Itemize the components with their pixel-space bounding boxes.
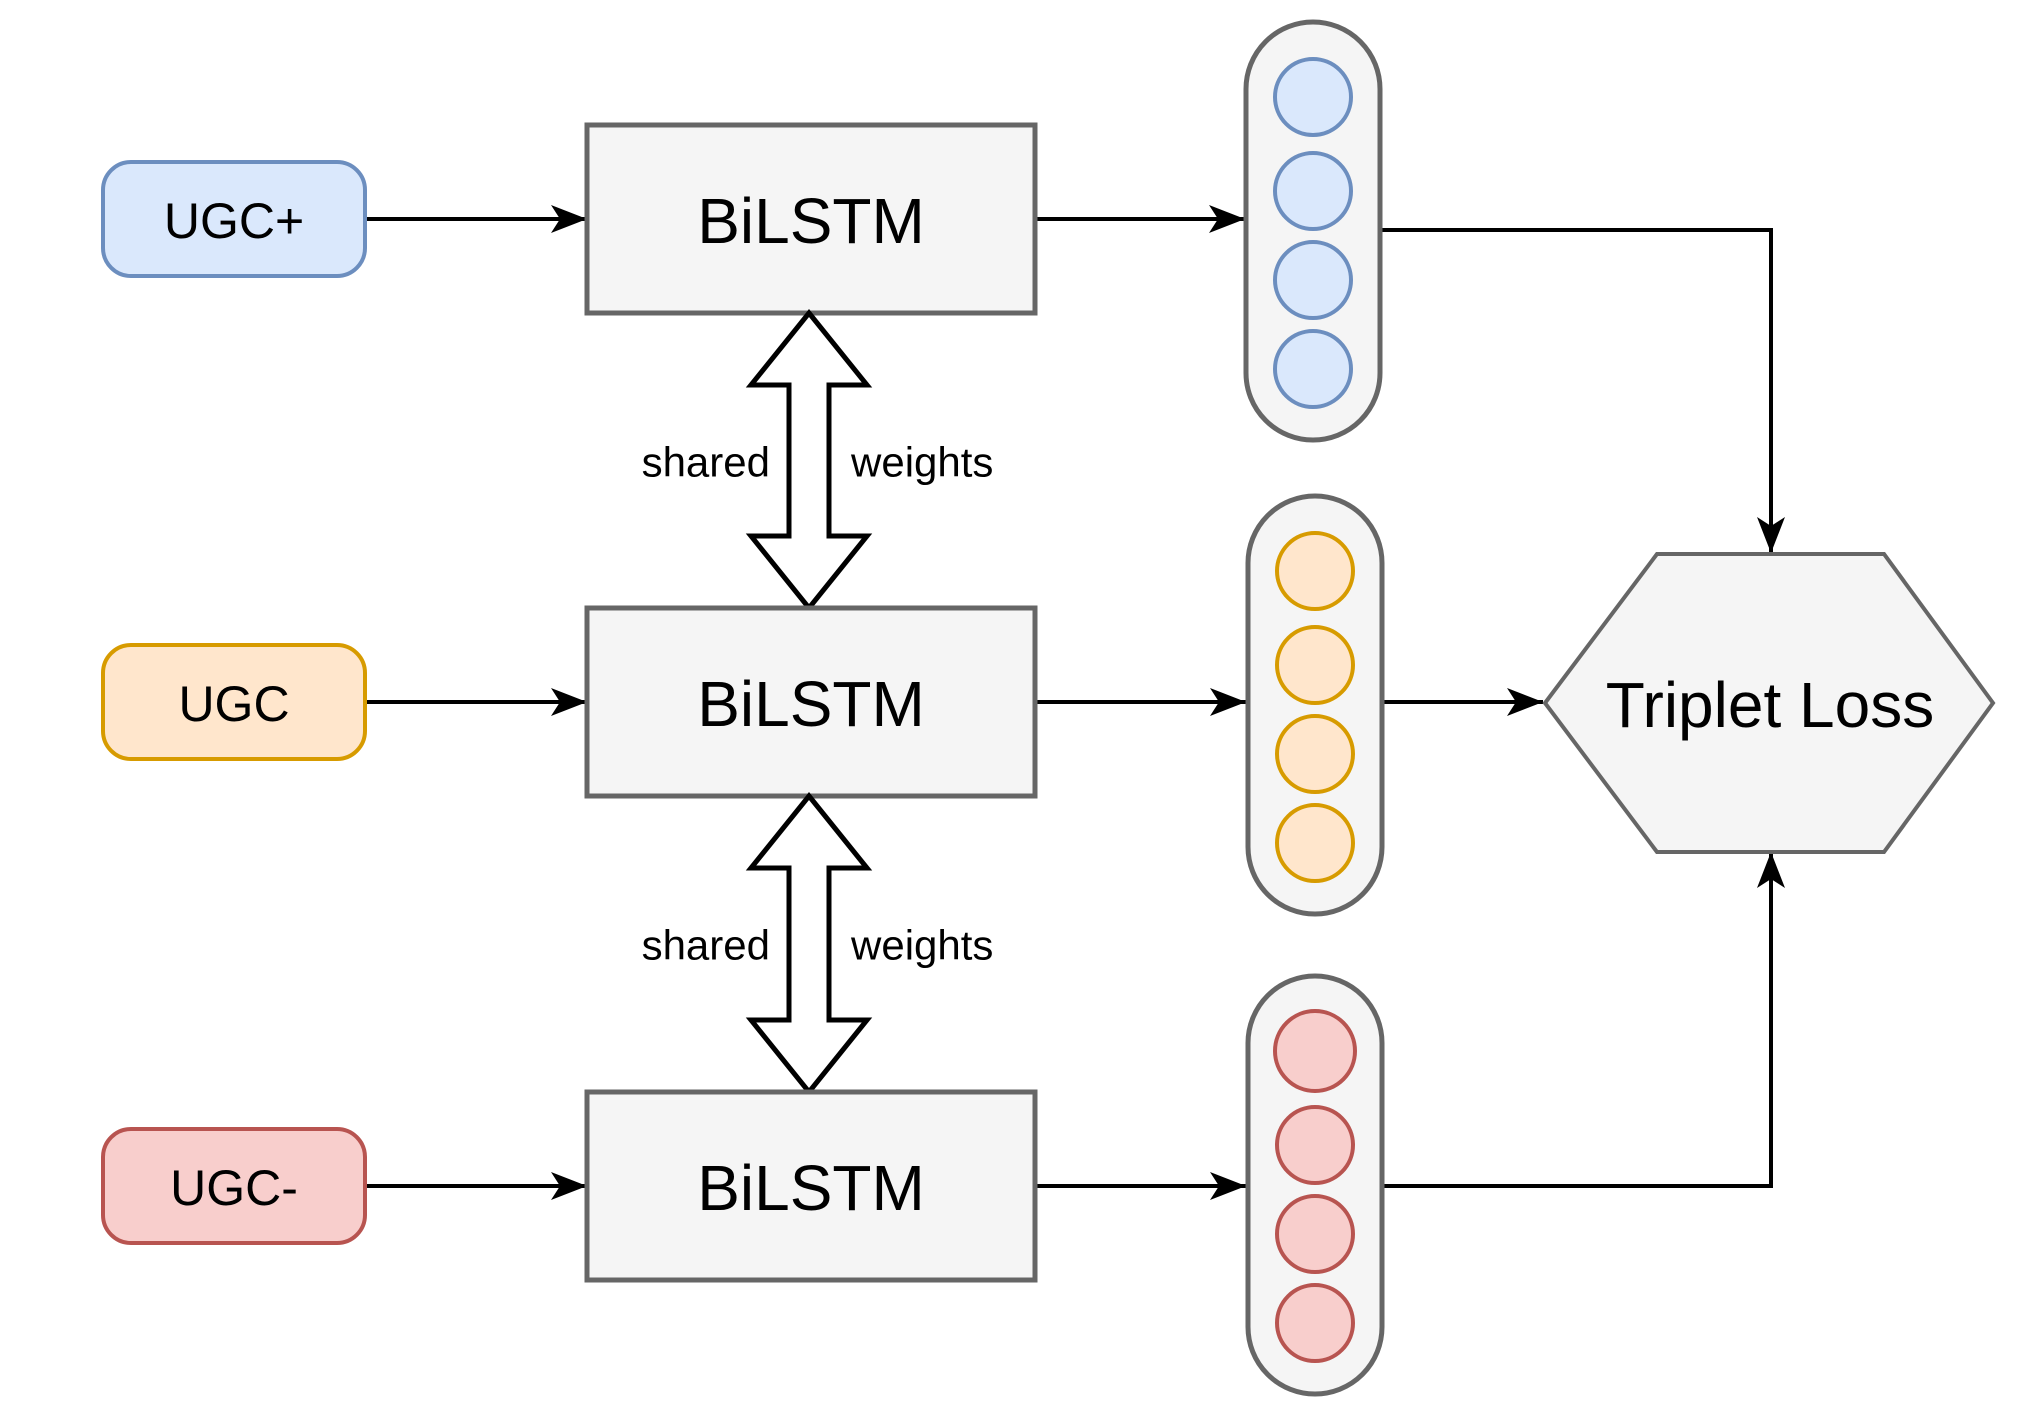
embedding-circle-negative (1273, 1009, 1357, 1093)
shared-weights-left-label: shared (642, 439, 770, 486)
embedding-circle-anchor (1275, 803, 1355, 883)
encoder-label-bilstm-2: BiLSTM (697, 668, 925, 740)
input-box-ugc (101, 643, 367, 761)
embedding-circle-negative (1275, 1283, 1355, 1363)
loss-node: Triplet Loss (1542, 552, 1996, 854)
row-negative: UGC- BiLSTM (101, 852, 1785, 1397)
embedding-circle-anchor (1275, 714, 1355, 794)
row-anchor: UGC BiLSTM (101, 493, 1543, 917)
shared-weights-left-label: shared (642, 922, 770, 969)
shared-weights-right-label: weights (850, 439, 993, 486)
connector-embedding-positive-to-loss (1380, 228, 1785, 553)
encoder-label-bilstm-3: BiLSTM (697, 1152, 925, 1224)
embedding-circle-positive (1273, 151, 1353, 231)
encoder-box-bilstm-3 (584, 1089, 1038, 1283)
embedding-circle-anchor (1275, 625, 1355, 705)
input-box-ugc-plus (101, 160, 367, 278)
input-label-ugc-plus: UGC+ (164, 193, 304, 249)
shared-weights-link-1: shared weights (642, 309, 993, 612)
embedding-circle-negative (1275, 1105, 1355, 1185)
triplet-loss-label: Triplet Loss (1606, 669, 1934, 741)
connector-embedding-negative-to-loss (1382, 852, 1785, 1188)
embedding-circle-positive (1273, 240, 1353, 320)
encoder-box-bilstm-1 (584, 122, 1038, 316)
embedding-circle-positive (1273, 57, 1353, 137)
row-positive: UGC+ BiLSTM (101, 19, 1785, 553)
encoder-box-bilstm-2 (584, 605, 1038, 799)
embedding-circle-negative (1275, 1194, 1355, 1274)
embedding-circle-anchor (1275, 531, 1355, 611)
input-label-ugc-minus: UGC- (170, 1160, 298, 1216)
input-box-ugc-minus (101, 1127, 367, 1245)
embedding-circle-positive (1273, 329, 1353, 409)
encoder-label-bilstm-1: BiLSTM (697, 185, 925, 257)
shared-weights-right-label: weights (850, 922, 993, 969)
input-label-ugc: UGC (178, 676, 289, 732)
triplet-loss-hexagon (1542, 552, 1996, 854)
